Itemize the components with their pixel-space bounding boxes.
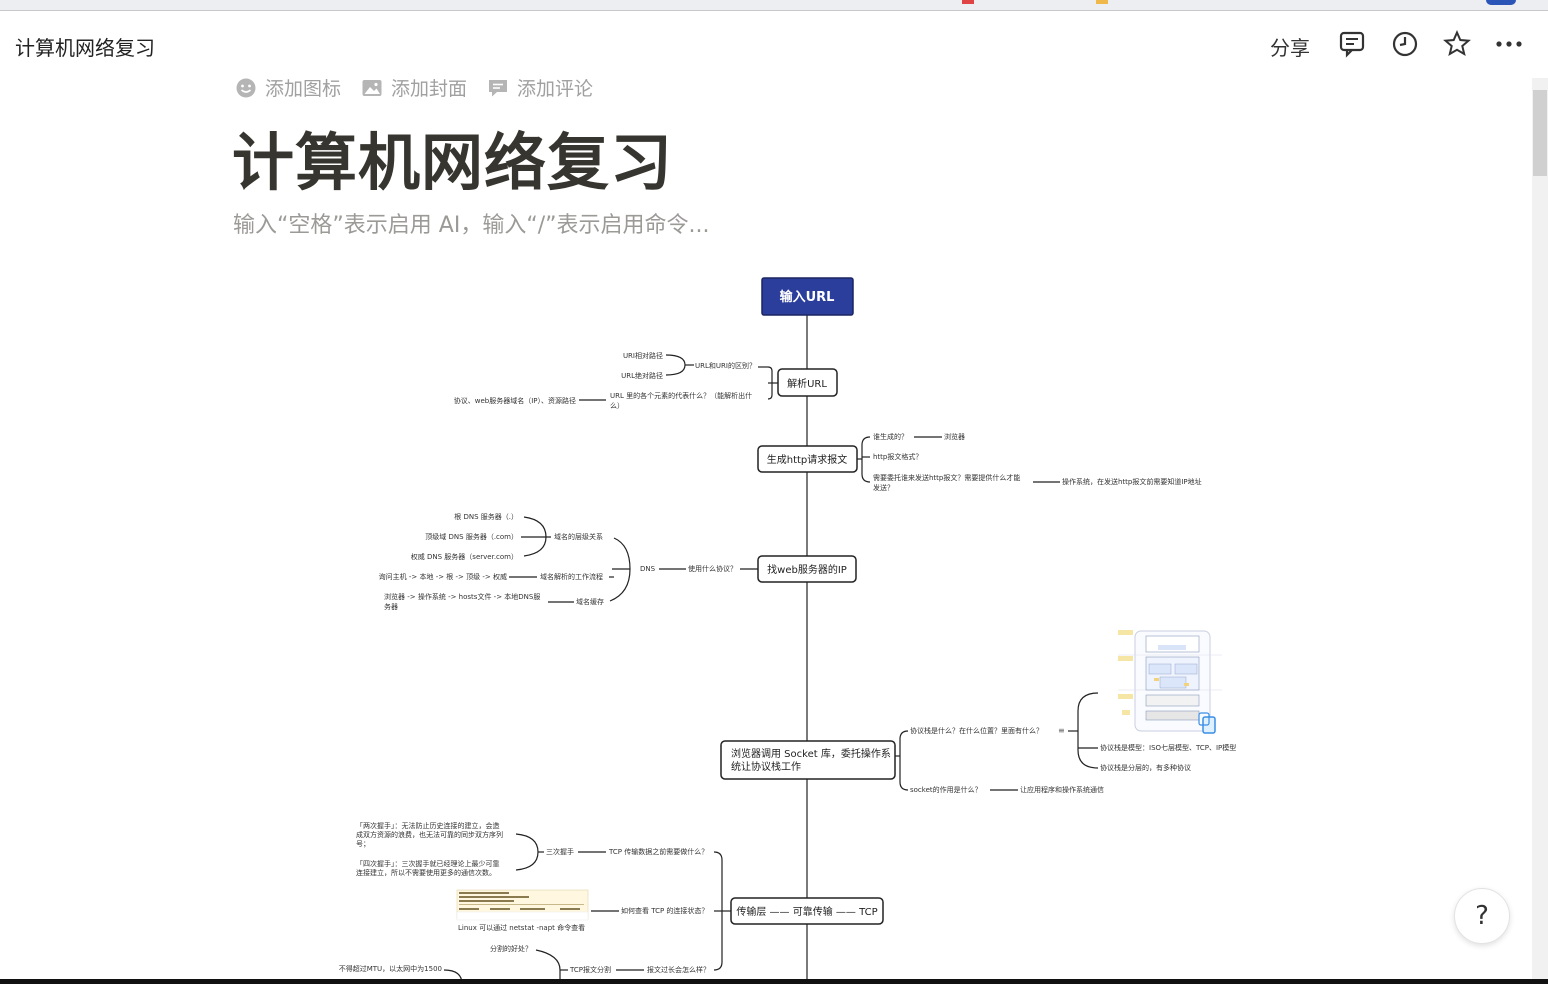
mindmap-leaf: 根 DNS 服务器（.） (454, 512, 518, 521)
window-bottom-edge (0, 979, 1548, 984)
mindmap-leaf: 协议、web服务器域名（IP）、资源路径 (454, 396, 576, 405)
mindmap-leaf: 务器 (384, 602, 398, 611)
mindmap-leaf: 谁生成的？ (873, 432, 908, 441)
more-icon[interactable] (1495, 30, 1523, 58)
note-icon[interactable]: ≡ (1058, 726, 1065, 735)
scrollbar-thumb[interactable] (1533, 90, 1547, 176)
mindmap-node[interactable] (757, 445, 858, 473)
mindmap-leaf: 域名缓存 (576, 597, 604, 606)
mindmap-leaf: URL绝对路径 (621, 371, 663, 380)
doc-title-breadcrumb[interactable]: 计算机网络复习 (15, 36, 155, 60)
protocol-stack-thumbnail[interactable] (1118, 630, 1222, 734)
mindmap-leaf: 询问主机 -> 本地 -> 根 -> 顶级 -> 权威 (379, 572, 507, 581)
mindmap-leaf: 域名解析的工作流程 (540, 572, 603, 581)
tab-indicator-orange (1096, 0, 1108, 4)
mindmap-node-label: 传输层 —— 可靠传输 —— TCP (736, 905, 877, 918)
mindmap-leaf: 么） (610, 402, 624, 410)
mindmap-leaf: TCP报文分割 (569, 965, 611, 974)
page-title[interactable]: 计算机网络复习 (232, 126, 674, 199)
mindmap-leaf: 权威 DNS 服务器（server.com） (411, 552, 518, 561)
mindmap-leaf: 操作系统，在发送http报文前需要知道IP地址 (1062, 477, 1202, 486)
add-icon-label: 添加图标 (265, 78, 342, 100)
share-button[interactable]: 分享 (1270, 36, 1310, 60)
mindmap-leaf: URL 里的各个元素的代表什么？（能解析出什 (610, 391, 752, 400)
browser-top-strip (0, 0, 1548, 11)
mindmap-leaf: 「四次握手」：三次握手就已经理论上最少可靠 (356, 859, 500, 868)
mindmap-leaf: 如何查看 TCP 的连接状态？ (621, 906, 708, 915)
mindmap-leaf: URI相对路径 (623, 351, 663, 360)
mindmap-leaf: DNS (640, 565, 656, 573)
mindmap-node[interactable] (777, 368, 838, 397)
comment-icon[interactable] (1338, 30, 1366, 58)
netstat-thumbnail[interactable] (456, 889, 589, 921)
mindmap-leaf: 让应用程序和操作系统通信 (1020, 785, 1104, 794)
comment-bubble-icon (489, 79, 508, 96)
editor-placeholder[interactable]: 输入“空格”表示启用 AI，输入“/”表示启用命令... (233, 213, 710, 238)
add-comment-label: 添加评论 (517, 78, 594, 100)
mindmap-node-label: 统让协议栈工作 (731, 760, 801, 773)
mindmap-leaf: 成双方资源的浪费，也无法可靠的同步双方序列 (356, 830, 503, 839)
tab-indicator-red (962, 0, 974, 4)
help-button[interactable]: ? (1454, 888, 1510, 944)
mindmap-leaf: socket的作用是什么？ (910, 785, 982, 794)
smile-icon (236, 78, 256, 97)
add-icon-button[interactable]: 添加图标 (235, 74, 341, 101)
mindmap-leaf: 顶级域 DNS 服务器（.com） (425, 532, 518, 541)
mindmap-leaf: 浏览器 -> 操作系统 -> hosts文件 -> 本地DNS服 (384, 592, 540, 601)
mindmap-leaf: 使用什么协议？ (688, 564, 737, 573)
mindmap-node-label: 解析URL (787, 377, 827, 390)
mindmap-leaf: 浏览器 (944, 432, 965, 441)
mindmap-leaf: 号； (356, 840, 370, 848)
mindmap-leaf: 报文过长会怎么样？ (647, 965, 710, 974)
star-icon[interactable] (1443, 30, 1471, 58)
mindmap-leaf: 协议栈是分层的，有多种协议 (1100, 763, 1191, 772)
mindmap-node[interactable] (720, 740, 896, 780)
history-icon[interactable] (1391, 30, 1419, 58)
mindmap-leaf: 分割的好处？ (490, 944, 532, 953)
mindmap-node-label: 生成http请求报文 (767, 453, 848, 466)
avatar[interactable] (1486, 0, 1516, 5)
mindmap-leaf: TCP 传输数据之前需要做什么？ (608, 847, 708, 856)
mindmap-node-label: 找web服务器的IP (767, 563, 847, 576)
page-scrollbar[interactable] (1532, 78, 1548, 984)
mindmap-leaf: 「两次握手」：无法防止历史连接的建立，会造 (356, 821, 500, 830)
mindmap-leaf: 协议栈是什么？在什么位置？里面有什么？ (910, 726, 1043, 735)
mindmap-root-label: 输入URL (780, 289, 835, 305)
image-icon (362, 79, 382, 96)
mindmap-leaf: 协议栈是模型：ISO七层模型、TCP、IP模型 (1100, 743, 1236, 752)
add-cover-label: 添加封面 (391, 78, 468, 100)
page-meta-actions: 添加图标 添加封面 添加评论 (235, 74, 593, 101)
mindmap-leaf: 需要委托谁来发送http报文？需要提供什么才能 (873, 473, 1020, 482)
mindmap-node[interactable] (757, 555, 857, 583)
add-cover-button[interactable]: 添加封面 (361, 74, 467, 101)
mindmap-leaf: http报文格式？ (873, 452, 922, 461)
mindmap-leaf: Linux 可以通过 netstat -napt 命令查看 (458, 923, 585, 932)
mindmap-leaf: 域名的层级关系 (554, 532, 603, 541)
mindmap-root[interactable] (761, 277, 854, 316)
mindmap-leaf: 发送？ (873, 483, 894, 492)
add-comment-button[interactable]: 添加评论 (487, 74, 593, 101)
mindmap-leaf: 连接建立，所以不需要使用更多的通信次数。 (356, 868, 496, 877)
mindmap-node[interactable] (730, 897, 884, 925)
mindmap-leaf: 三次握手 (546, 847, 574, 856)
mindmap-leaf: URL和URI的区别？ (695, 361, 756, 370)
mindmap-node-label: 浏览器调用 Socket 库，委托操作系 (731, 747, 891, 760)
mindmap-leaf: 不得超过MTU，以太网中为1500 (339, 964, 442, 973)
mindmap-canvas[interactable]: 输入URL 解析URL 生成http请求报文 找web服务器的IP 浏览器调用 … (0, 262, 1530, 984)
